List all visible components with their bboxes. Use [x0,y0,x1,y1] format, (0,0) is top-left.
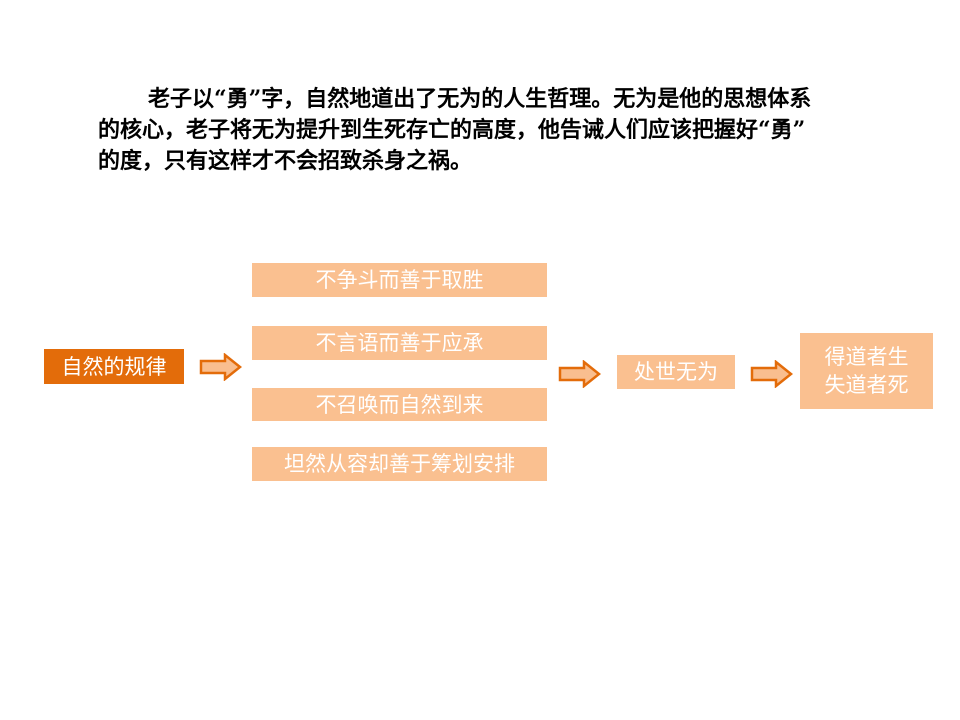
result-line: 得道者生 [824,345,909,369]
paragraph-line: 老子以“勇”字，自然地道出了无为的人生哲理。无为是他的思想体系 [148,86,812,112]
arrow-right-icon [558,360,602,388]
branch-box: 不争斗而善于取胜 [252,263,547,297]
result-line: 失道者死 [824,373,909,397]
branch-box: 坦然从容却善于筹划安排 [252,447,547,481]
paragraph-line: 的度，只有这样才不会招致杀身之祸。 [98,148,473,174]
arrow-right-icon [750,360,794,388]
middle-box: 处世无为 [617,355,735,389]
arrow-right-icon [199,353,243,381]
intro-paragraph: 老子以“勇”字，自然地道出了无为的人生哲理。无为是他的思想体系 的核心，老子将无… [98,84,908,177]
branch-box: 不言语而善于应承 [252,326,547,360]
result-box: 得道者生 失道者死 [800,333,933,409]
source-box: 自然的规律 [44,349,184,384]
branch-box: 不召唤而自然到来 [252,388,547,421]
paragraph-line: 的核心，老子将无为提升到生死存亡的高度，他告诫人们应该把握好“勇” [98,117,806,143]
